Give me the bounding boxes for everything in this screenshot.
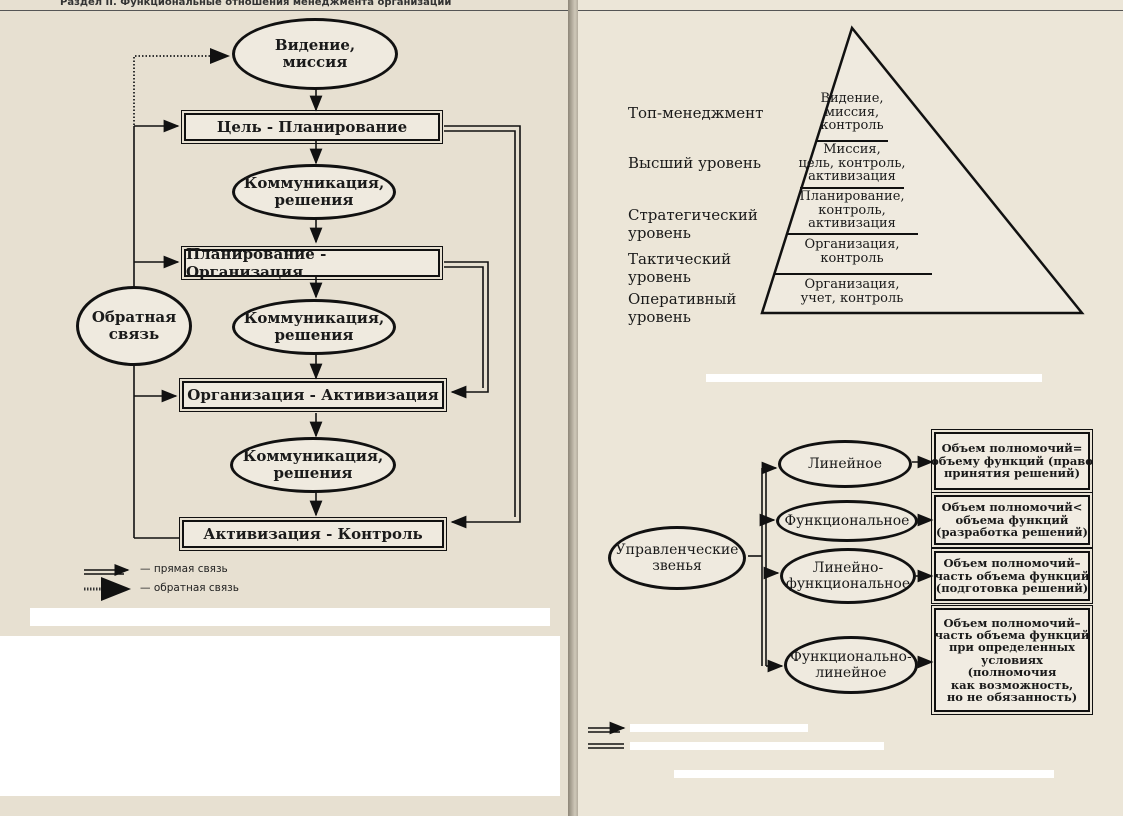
description-text: Объем полномочий– часть объема функций п… [934,615,1090,705]
level-label: Высший уровень [628,154,762,172]
link-type-linear: Линейное [778,440,912,488]
redaction-block [706,374,1042,382]
goal-planning-label: Цель - Планирование [216,118,408,136]
communication-node-3: Коммуникация, решения [230,437,396,493]
organization-activation-label: Организация - Активизация [187,386,439,404]
redaction-block [674,770,1054,778]
level-label: Стратегический уровень [628,206,758,242]
communication-label-3: Коммуникация, решения [242,446,384,482]
feedback-label: Обратная связь [91,307,177,343]
communication-node-1: Коммуникация, решения [232,164,396,220]
running-head: Раздел II. Функциональные отношения мене… [60,0,452,8]
communication-label-1: Коммуникация, решения [243,173,385,209]
goal-planning-node: Цель - Планирование [181,110,443,144]
planning-organization-node: Планирование - Организация [181,245,443,281]
activation-control-label: Активизация - Контроль [203,525,423,543]
link-type-label: Линейное [807,455,882,472]
activation-control-node: Активизация - Контроль [179,517,447,551]
vision-mission-label: Видение, миссия [274,35,356,71]
redaction-block [630,724,808,732]
link-type-functional-linear: Функционально- линейное [784,636,918,694]
link-type-label: Функциональное [784,512,910,529]
feedback-node: Обратная связь [76,286,192,366]
communication-node-2: Коммуникация, решения [232,299,396,355]
communication-label-2: Коммуникация, решения [243,308,385,344]
organization-activation-node: Организация - Активизация [179,378,447,412]
pyramid-layer-1: Видение, миссия, контроль [820,91,884,134]
pyramid-layer-4: Организация, контроль [804,237,900,266]
description-box-2: Объем полномочий< объема функций (разраб… [931,492,1093,548]
description-box-4: Объем полномочий– часть объема функций п… [931,605,1093,715]
level-label: Тактический уровень [628,250,732,286]
pyramid-layer-3: Планирование, контроль, активизация [799,189,905,232]
left-page: Раздел II. Функциональные отношения мене… [0,0,572,816]
right-page: Топ-менеджмент Высший уровень Стратегиче… [578,0,1123,816]
link-type-linear-functional: Линейно- функциональное [780,548,916,604]
link-type-label: Функционально- линейное [790,648,912,681]
link-type-label: Линейно- функциональное [785,559,911,592]
management-links-label: Управленческие звенья [615,541,739,574]
flowchart-connectors [84,48,521,601]
right-diagram-lines [588,25,1085,749]
description-text: Объем полномочий< объема функций (разраб… [936,500,1088,540]
pyramid-shape [760,25,1085,315]
legend-direct: — прямая связь [140,563,228,575]
header-rule [578,10,1123,11]
redaction-block [630,742,884,750]
description-text: Объем полномочий= объему функций (право … [931,441,1093,481]
redaction-block [0,636,560,796]
management-links-root: Управленческие звенья [608,526,746,590]
description-box-1: Объем полномочий= объему функций (право … [931,429,1093,493]
vision-mission-node: Видение, миссия [232,18,398,90]
planning-organization-label: Планирование - Организация [186,245,327,281]
redaction-block [30,608,550,626]
description-text: Объем полномочий– часть объема функций (… [934,556,1090,596]
description-box-3: Объем полномочий– часть объема функций (… [931,548,1093,604]
level-label: Оперативный уровень [628,290,737,326]
pyramid-layer-2: Миссия, цель, контроль, активизация [798,142,906,185]
pyramid-layer-5: Организация, учет, контроль [800,277,904,306]
level-label: Топ-менеджмент [628,104,764,122]
link-type-functional: Функциональное [776,500,918,542]
header-rule [0,10,572,11]
legend-feedback: — обратная связь [140,582,239,594]
